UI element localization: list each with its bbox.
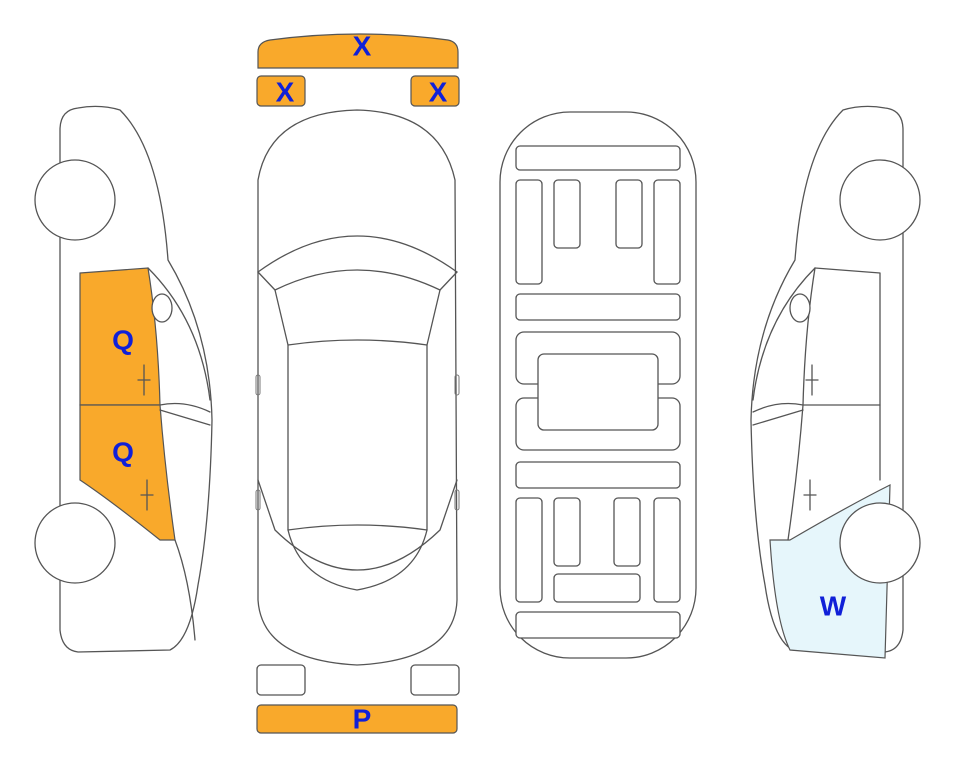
top-view: [255, 109, 460, 666]
left-front-wheel[interactable]: [34, 159, 116, 241]
panel-top-right[interactable]: [410, 75, 460, 107]
top-body-outline[interactable]: [257, 109, 458, 666]
right-front-wheel[interactable]: [839, 159, 921, 241]
label-top-left: X: [276, 77, 295, 108]
right-rear-wheel[interactable]: [839, 502, 921, 584]
left-side-view: Q Q: [34, 105, 213, 653]
label-top-right: X: [429, 77, 448, 108]
label-top-bar: X: [353, 31, 372, 62]
left-rear-wheel[interactable]: [34, 502, 116, 584]
panel-bottom-right[interactable]: [410, 664, 460, 696]
panel-bottom-left[interactable]: [256, 664, 306, 696]
label-left-front-door: Q: [112, 325, 134, 356]
panel-rear-bumper[interactable]: [256, 704, 458, 734]
underside-view: [499, 111, 697, 659]
right-side-view: W: [750, 105, 921, 659]
panel-top-bar[interactable]: [257, 33, 459, 69]
panel-top-left[interactable]: [256, 75, 306, 107]
front-panels: X X X: [256, 31, 460, 108]
label-left-rear-door: Q: [112, 437, 134, 468]
label-rear-bumper: P: [353, 704, 372, 735]
rear-panels: P: [256, 664, 460, 735]
label-right-rear-quarter: W: [820, 591, 847, 622]
